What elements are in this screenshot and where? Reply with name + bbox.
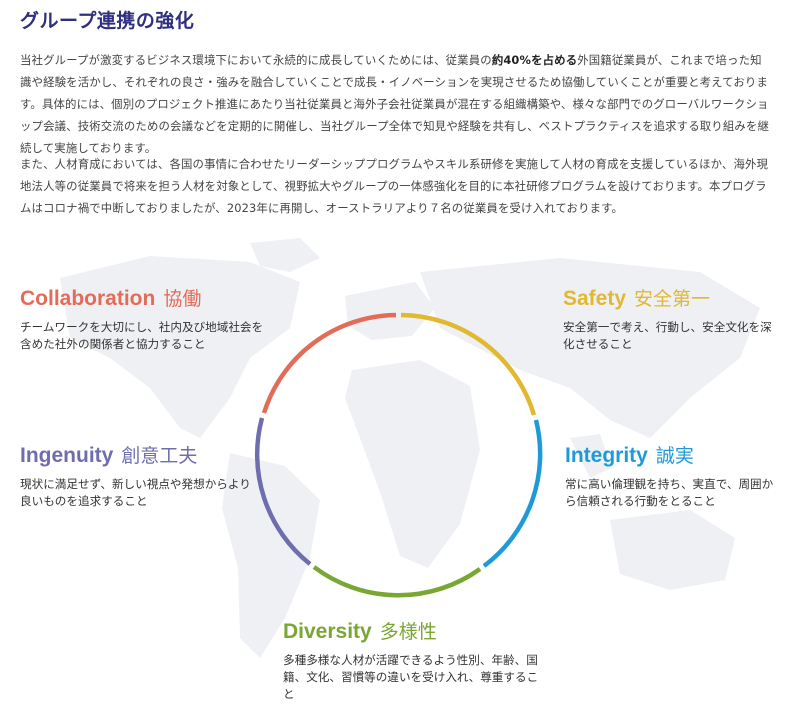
value-ingenuity-heading: Ingenuity 創意工夫 bbox=[20, 443, 260, 470]
value-collaboration-jp: 協働 bbox=[163, 288, 202, 310]
value-integrity-jp: 誠実 bbox=[655, 445, 694, 467]
value-safety-en: Safety bbox=[563, 287, 627, 310]
intro-text-before: 当社グループが激変するビジネス環境下において永続的に成長していくためには、従業員… bbox=[20, 53, 492, 67]
ring-arc-safety bbox=[400, 312, 537, 416]
value-ingenuity-en: Ingenuity bbox=[20, 444, 114, 467]
value-ingenuity-desc: 現状に満足せず、新しい視点や発想からより良いものを追求すること bbox=[20, 477, 251, 508]
value-diversity-jp: 多様性 bbox=[379, 621, 437, 643]
value-collaboration-en: Collaboration bbox=[20, 287, 156, 310]
values-ring bbox=[254, 312, 543, 598]
training-paragraph: また、人材育成においては、各国の事情に合わせたリーダーシッププログラムやスキル系… bbox=[20, 157, 769, 215]
intro-text-after: 外国籍従業員が、これまで培った知識や経験を活かし、それぞれの良さ・強みを融合して… bbox=[20, 53, 770, 155]
value-integrity: Integrity 誠実 常に高い倫理観を持ち、実直で、周囲から信頼される行動をと… bbox=[565, 443, 780, 510]
value-integrity-desc: 常に高い倫理観を持ち、実直で、周囲から信頼される行動をとること bbox=[565, 477, 774, 508]
ring-arc-integrity bbox=[482, 419, 543, 568]
value-safety-heading: Safety 安全第一 bbox=[563, 286, 778, 313]
value-integrity-heading: Integrity 誠実 bbox=[565, 443, 780, 470]
value-integrity-en: Integrity bbox=[565, 444, 648, 467]
value-diversity-desc: 多種多様な人材が活躍できるよう性別、年齢、国籍、文化、習慣等の違いを受け入れ、尊… bbox=[283, 653, 539, 701]
value-collaboration-desc: チームワークを大切にし、社内及び地域社会を含めた社外の関係者と協力すること bbox=[20, 320, 264, 351]
ring-arc-collaboration bbox=[261, 312, 397, 414]
value-diversity-heading: Diversity 多様性 bbox=[283, 619, 543, 646]
value-safety-jp: 安全第一 bbox=[634, 288, 711, 310]
intro-paragraph: 当社グループが激変するビジネス環境下において永続的に成長していくためには、従業員… bbox=[20, 49, 772, 159]
value-ingenuity-jp: 創意工夫 bbox=[121, 445, 198, 467]
value-safety-desc: 安全第一で考え、行動し、安全文化を深化させること bbox=[563, 320, 772, 351]
section-title: グループ連携の強化 bbox=[20, 10, 195, 32]
value-collaboration: Collaboration 協働 チームワークを大切にし、社内及び地域社会を含めた… bbox=[20, 286, 270, 353]
value-diversity-en: Diversity bbox=[283, 620, 372, 643]
ring-arc-diversity bbox=[312, 565, 482, 598]
ring-arc-ingenuity bbox=[254, 417, 312, 566]
value-diversity: Diversity 多様性 多種多様な人材が活躍できるよう性別、年齢、国籍、文化、… bbox=[283, 619, 543, 703]
value-ingenuity: Ingenuity 創意工夫 現状に満足せず、新しい視点や発想からより良いものを追… bbox=[20, 443, 260, 510]
intro-highlight: 約40%を占める bbox=[491, 53, 578, 67]
value-safety: Safety 安全第一 安全第一で考え、行動し、安全文化を深化させること bbox=[563, 286, 778, 353]
value-collaboration-heading: Collaboration 協働 bbox=[20, 286, 270, 313]
world-map-background bbox=[60, 238, 760, 658]
